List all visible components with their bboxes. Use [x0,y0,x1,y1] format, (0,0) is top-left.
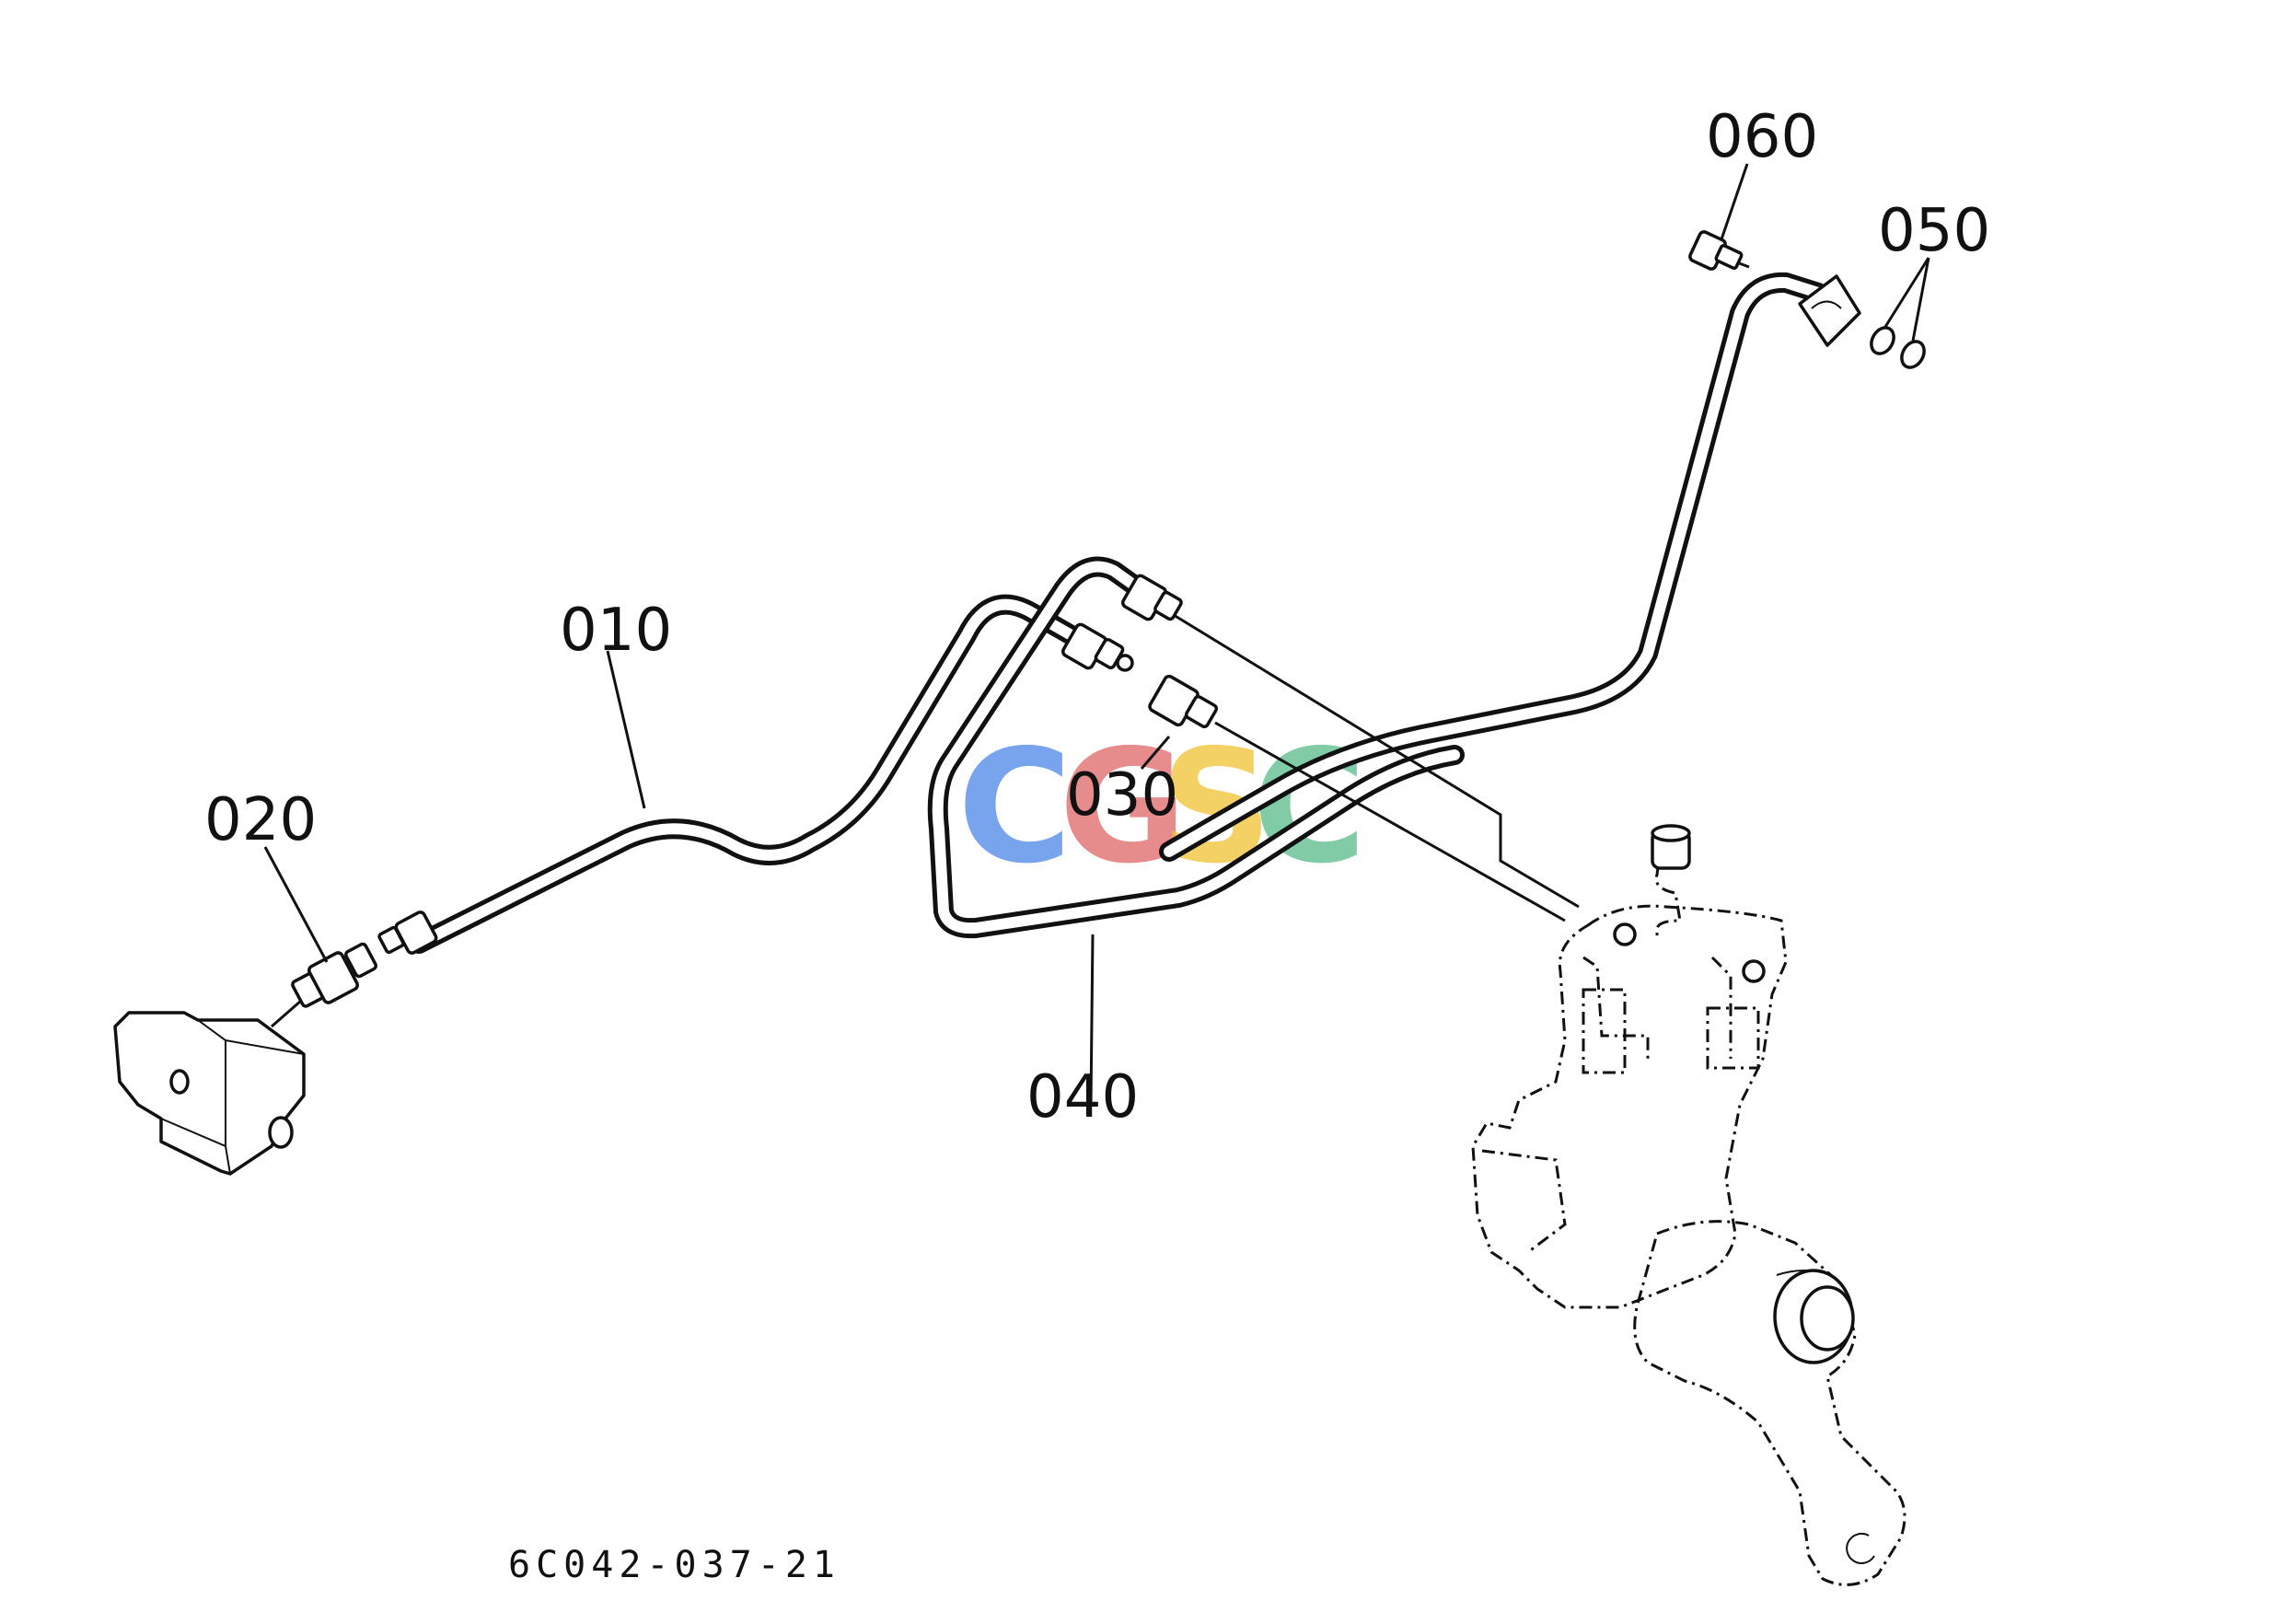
pipe-upper [1159,272,1828,862]
label-060: 060 [1706,103,1818,171]
label-020: 020 [204,786,317,854]
watermark-letter-c1: C [957,716,1072,899]
fitting-020 [291,911,438,1008]
watermark-letter-g: G [1059,716,1188,899]
valve-block [113,1011,306,1176]
pipe-040 [927,556,1465,939]
leader-lines [263,163,1930,1106]
steering-unit [1471,824,1906,1586]
pipe-010 [409,594,1106,954]
label-030: 030 [1066,761,1178,829]
label-050: 050 [1878,197,1990,265]
fitting-030 [1060,574,1219,770]
bracket-050 [1798,274,1926,369]
label-010: 010 [560,597,672,665]
label-040: 040 [1026,1063,1139,1131]
bolt-060 [1688,230,1744,271]
drawing-code: 6C042-037-21 [508,1544,840,1586]
